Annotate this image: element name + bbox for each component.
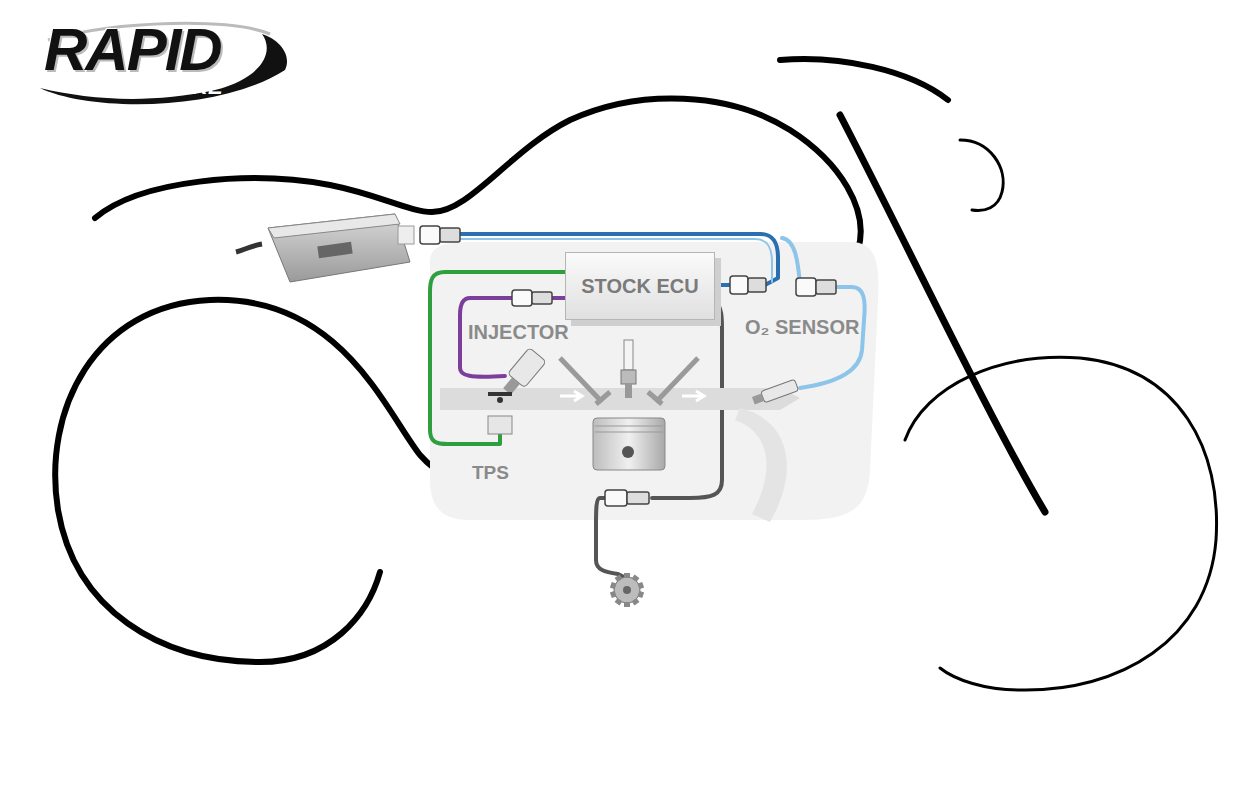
part-label: O₂ SENSOR (745, 317, 859, 337)
engine-scheme (440, 340, 800, 522)
logo-text: RAPID (44, 20, 221, 80)
o2-sensor-symbol (751, 379, 798, 406)
injector-symbol (499, 348, 547, 399)
part-label: TPS (472, 463, 509, 482)
wiring (430, 234, 865, 578)
motorcycle-silhouette (55, 59, 1216, 690)
crank-sensor-gear (610, 573, 644, 607)
part-label: INJECTOR (468, 322, 569, 342)
control-module (236, 214, 414, 282)
logo-subtext: BIKE (170, 76, 223, 98)
ecu-box: STOCK ECU (565, 252, 715, 320)
tps-symbol (488, 392, 512, 434)
node-label: STOCK ECU (581, 275, 698, 298)
scheme-panel (430, 242, 878, 520)
